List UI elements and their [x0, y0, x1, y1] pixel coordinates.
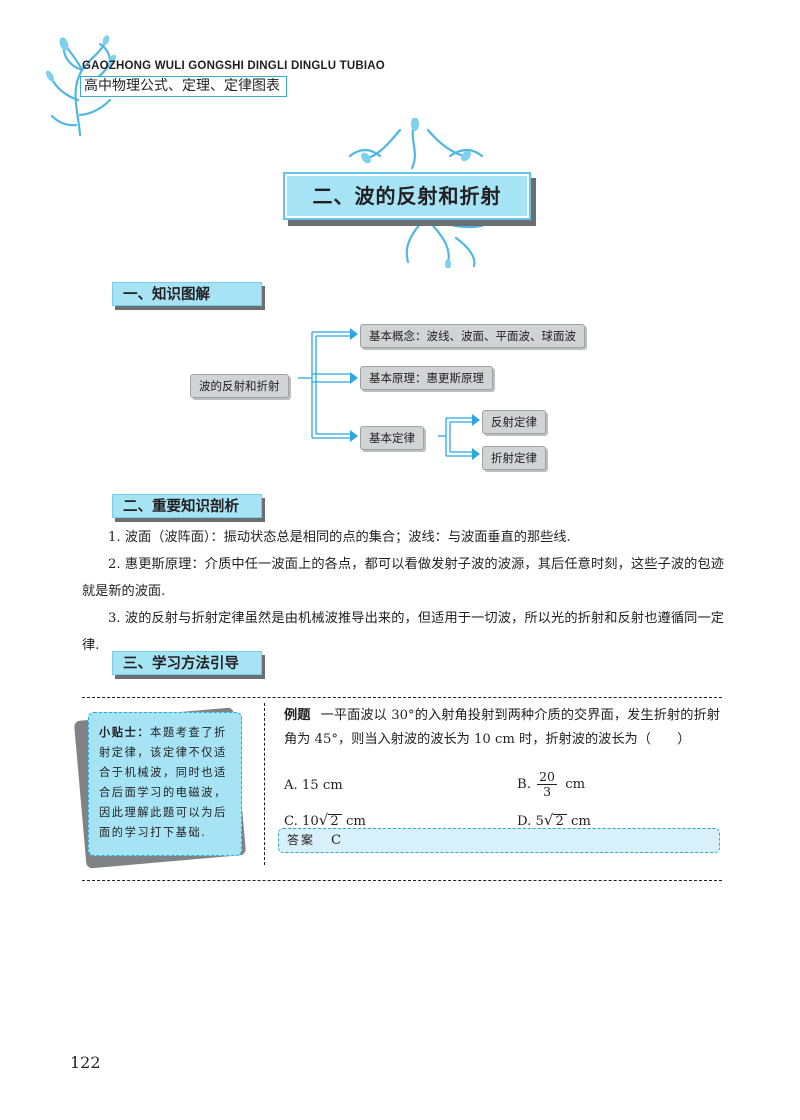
- title-floral-ornament-icon: [348, 118, 500, 268]
- option-d-prefix: D. 5: [517, 814, 544, 829]
- example-question: 例题一平面波以 30°的入射角投射到两种介质的交界面，发生折射的折射角为 45°…: [284, 704, 720, 752]
- answer-value: C: [331, 833, 342, 848]
- diagram-root-node: 波的反射和折射: [190, 374, 289, 398]
- section-heading-key-knowledge: 二、重要知识剖析: [112, 494, 262, 518]
- option-c-radicand: 2: [328, 814, 342, 829]
- diagram-basic-principle-node: 基本原理：惠更斯原理: [360, 366, 493, 390]
- example-vertical-divider: [264, 703, 265, 865]
- page-number: 122: [70, 1053, 101, 1072]
- option-d: D. 5√2 cm: [517, 810, 591, 832]
- option-b-prefix: B.: [517, 777, 531, 792]
- section-heading-study-method: 三、学习方法引导: [112, 651, 262, 675]
- option-b-unit: cm: [565, 777, 586, 792]
- diagram-basic-concepts-node: 基本概念：波线、波面、平面波、球面波: [360, 324, 585, 348]
- knowledge-diagram: 波的反射和折射 基本概念：波线、波面、平面波、球面波 基本原理：惠更斯原理 基本…: [180, 318, 620, 478]
- paragraph-laws-apply: 3. 波的反射与折射定律虽然是由机械波推导出来的，但适用于一切波，所以光的折射和…: [82, 611, 724, 653]
- example-top-divider: [82, 697, 722, 698]
- tip-text: 本题考查了折射定律，该定律不仅适合于机械波，同时也适合后面学习的电磁波，因此理解…: [99, 726, 227, 839]
- option-d-radicand: 2: [553, 814, 567, 829]
- tip-colon: ：: [137, 726, 151, 739]
- answer-label: 答案: [287, 833, 316, 847]
- answer-box: 答案 C: [278, 828, 720, 853]
- header-book-title: 高中物理公式、定理、定律图表: [80, 76, 287, 97]
- tip-card: 小贴士：本题考查了折射定律，该定律不仅适合于机械波，同时也适合后面学习的电磁波，…: [88, 712, 242, 856]
- example-question-text: 一平面波以 30°的入射角投射到两种介质的交界面，发生折射的折射角为 45°，则…: [284, 708, 720, 747]
- option-d-unit: cm: [571, 814, 591, 829]
- option-b-numerator: 20: [537, 769, 557, 785]
- option-c-unit: cm: [345, 814, 366, 829]
- example-bottom-divider: [82, 880, 722, 881]
- diagram-refraction-law-node: 折射定律: [482, 446, 546, 470]
- example-label: 例题: [284, 708, 311, 723]
- option-a: A. 15 cm: [284, 778, 343, 793]
- option-b-denominator: 3: [543, 784, 552, 799]
- header-pinyin-title: GAOZHONG WULI GONGSHI DINGLI DINGLU TUBI…: [82, 60, 385, 72]
- section-heading-knowledge-diagram: 一、知识图解: [112, 282, 262, 306]
- option-c: C. 10√2 cm: [284, 810, 366, 832]
- diagram-connector-arrows: [298, 328, 480, 460]
- option-c-prefix: C. 10: [284, 814, 319, 829]
- paragraph-huygens-principle: 2. 惠更斯原理：介质中任一波面上的各点，都可以看做发射子波的波源，其后任意时刻…: [82, 557, 724, 599]
- sqrt-icon: √: [318, 811, 329, 829]
- diagram-reflection-law-node: 反射定律: [482, 410, 546, 434]
- sqrt-icon: √: [543, 811, 554, 829]
- diagram-basic-laws-node: 基本定律: [360, 426, 424, 450]
- chapter-title: 二、波的反射和折射: [285, 174, 529, 218]
- tip-label: 小贴士: [99, 726, 138, 739]
- paragraph-wavefront: 1. 波面（波阵面）：振动状态总是相同的点的集合；波线：与波面垂直的那些线.: [108, 530, 571, 545]
